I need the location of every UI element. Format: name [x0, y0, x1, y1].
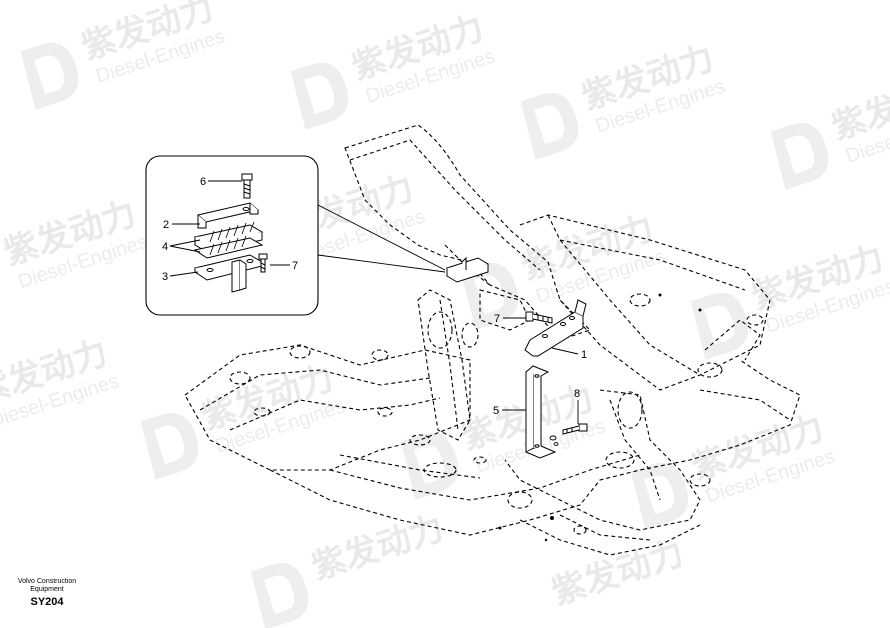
leader-4a [169, 239, 201, 247]
watermark-logo-icon [250, 562, 309, 628]
callout-3: 3 [162, 271, 168, 283]
watermark-logo-icon [630, 462, 689, 530]
watermark-logo-icon [140, 412, 199, 480]
machine-frame [184, 124, 801, 556]
washer-icon [549, 435, 559, 446]
watermark-logo-icon [460, 262, 519, 330]
watermark-logo-icon [520, 92, 579, 160]
bolt-6-icon [241, 173, 253, 199]
watermark-logo-icon [770, 122, 829, 190]
clamp-2-icon [196, 202, 260, 229]
support-post-5-icon [525, 365, 557, 459]
callout-4: 4 [162, 241, 168, 253]
bolt-7-icon [258, 253, 268, 273]
deck-hole [229, 371, 251, 385]
detail-inset: 6 2 4 3 7 [145, 155, 446, 316]
diagram-code: SY204 [30, 596, 64, 608]
callout-5: 5 [493, 405, 499, 417]
left-deck [184, 344, 471, 471]
mounted-clamp-icon [445, 256, 490, 283]
frame-dots [498, 293, 702, 542]
upper-right-frame [519, 214, 771, 391]
watermark-logo-icon [400, 432, 459, 500]
watermark-logo-icon [690, 292, 749, 360]
caption-line-2: Equipment [30, 586, 64, 593]
bolt-8-icon [562, 423, 588, 435]
right-lower-frame [504, 389, 701, 531]
leader-1 [551, 347, 579, 355]
boom-outline [344, 124, 592, 341]
bracket-3-icon [193, 254, 264, 293]
post-eye [427, 311, 453, 349]
callout-2: 2 [163, 219, 169, 231]
callout-6: 6 [200, 176, 206, 188]
inset-leader-bottom [317, 254, 446, 273]
post-outline-2 [439, 299, 459, 431]
diagram-caption: Volvo Construction Equipment SY204 [10, 578, 84, 608]
caption-line-1: Volvo Construction [17, 578, 77, 585]
lower-frame [269, 359, 801, 536]
boom-inner-outline [349, 139, 541, 271]
leader-4b [169, 245, 201, 253]
leader-3 [169, 271, 199, 277]
rubber-block-4-icon [193, 221, 264, 259]
inset-leader-top [317, 204, 446, 271]
watermark-logo-icon [290, 62, 349, 130]
bolt-7-main-icon [525, 311, 553, 324]
watermark-cn: 紫发动力 [547, 533, 689, 613]
callout-7-main: 7 [494, 313, 500, 325]
watermark-logo-icon [20, 42, 79, 110]
callout-1: 1 [581, 349, 587, 361]
callout-8: 8 [574, 388, 580, 400]
bracket-1-icon [524, 299, 587, 357]
post-outline [417, 289, 471, 441]
watermark-cn: 紫发动力 [307, 508, 449, 588]
callout-7-detail: 7 [292, 260, 298, 272]
